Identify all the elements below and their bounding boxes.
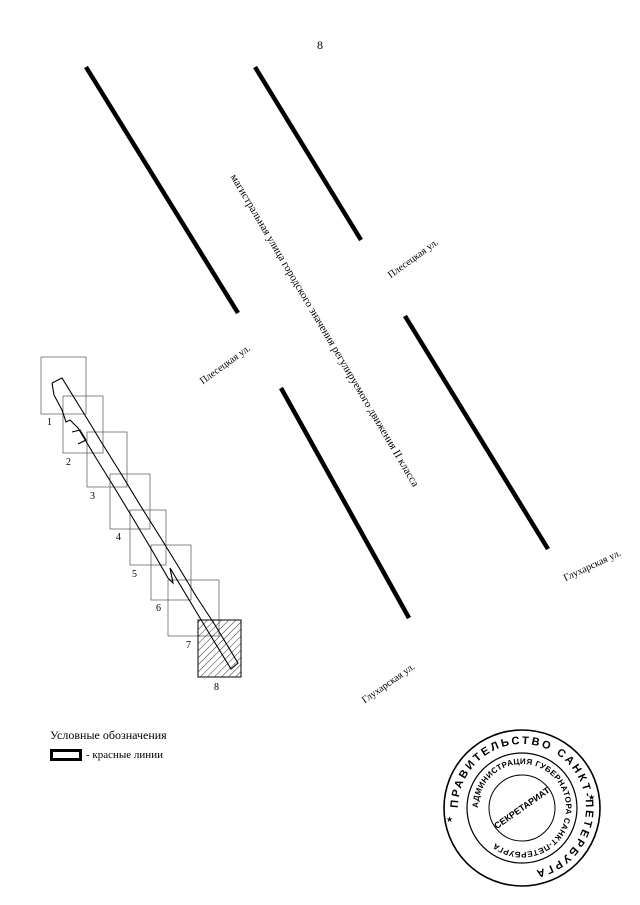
seal-star-left: ★	[446, 815, 453, 824]
sheet-frames	[40, 356, 242, 678]
sheet-frame-7	[167, 579, 220, 637]
segment-label-5: 5	[132, 569, 137, 580]
red-line-icon	[50, 749, 82, 761]
seal-center-text: СЕКРЕТАРИАТ	[492, 785, 552, 831]
plesetskaya-edge-left	[84, 65, 240, 315]
segment-label-4: 4	[116, 532, 121, 543]
sheet-frame-8	[197, 619, 242, 678]
segment-labels: 1 2 3 4 5 6 7 8	[47, 417, 219, 693]
sheet-frame-3	[86, 431, 128, 488]
segment-label-3: 3	[90, 491, 95, 502]
glukharskaya-edge-left	[279, 386, 411, 620]
segment-label-6: 6	[156, 603, 161, 614]
page-number: 8	[317, 38, 323, 52]
sheet-frame-5	[129, 509, 167, 566]
official-seal: ПРАВИТЕЛЬСТВО САНКТ-ПЕТЕРБУРГА АДМИНИСТР…	[443, 729, 601, 887]
segment-label-7: 7	[186, 640, 191, 651]
seal-star-right: ★	[588, 793, 595, 802]
red-lines-corridor	[51, 377, 239, 670]
glukharskaya-edge-right	[403, 314, 550, 551]
segment-label-8: 8	[214, 682, 219, 693]
sheet-frame-2	[62, 395, 104, 454]
sheet-frame-6	[150, 544, 192, 601]
legend-item-label: - красные линии	[86, 749, 163, 761]
segment-label-1: 1	[47, 417, 52, 428]
plesetskaya-edge-right	[253, 65, 363, 242]
segment-label-2: 2	[66, 457, 71, 468]
legend-title: Условные обозначения	[50, 728, 167, 742]
